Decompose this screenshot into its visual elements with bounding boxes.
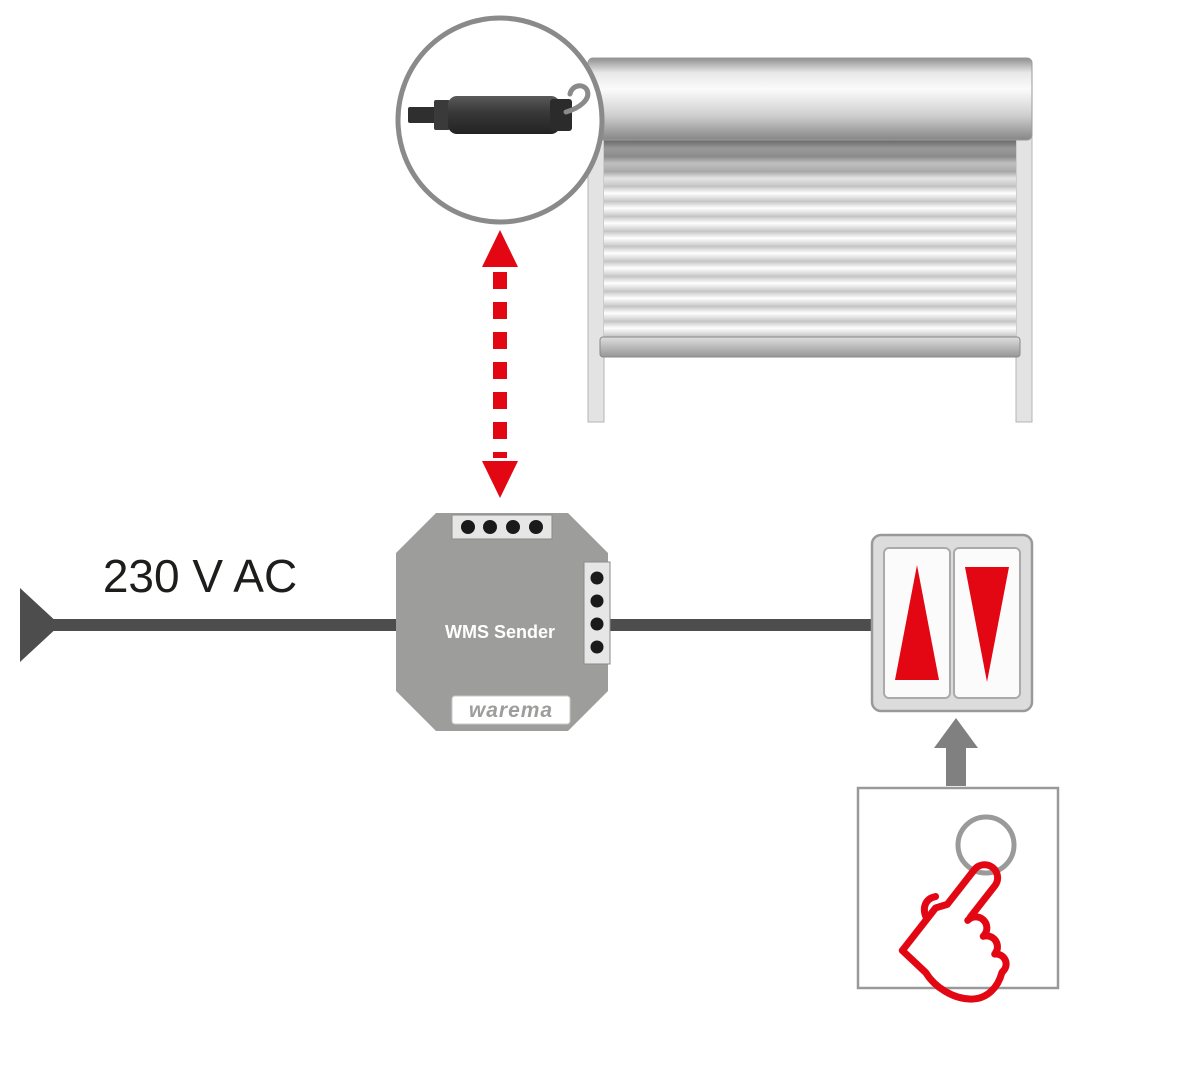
pointing-hand: [898, 861, 1010, 1003]
shutter-bottom-bar: [599, 336, 1021, 358]
shutter-right-rail: [1015, 135, 1033, 423]
brand-label: warema: [469, 699, 553, 722]
power-feed: 230 V AC: [20, 550, 398, 662]
gray-arrow-shaft: [946, 746, 966, 786]
wms-sender-module: WMS Sender warema: [396, 513, 611, 731]
hand-tap-icon: [898, 814, 1017, 1003]
shutter-left-rail: [587, 135, 605, 423]
sender-top-connector: [451, 514, 553, 540]
manual-input-arrow: [934, 718, 978, 786]
gray-arrow-head: [934, 718, 978, 748]
down-arrow-icon: [965, 567, 1009, 682]
radio-arrow-head-down: [482, 461, 518, 498]
switch-wire: [608, 619, 872, 631]
motor-hook: [563, 83, 591, 115]
roller-shutter: [587, 57, 1033, 423]
up-arrow-icon: [895, 565, 939, 680]
sender-label: WMS Sender: [445, 622, 555, 642]
warema-logo: warema: [451, 695, 571, 725]
radio-link-arrow: [482, 230, 518, 498]
tap-target-circle: [955, 814, 1017, 876]
shutter-head-box: [587, 57, 1033, 141]
sender-housing: [396, 513, 608, 731]
power-arrow-icon: [20, 588, 60, 662]
wall-switch: [870, 533, 1034, 713]
manual-operation-box: [856, 786, 1060, 1003]
power-label: 230 V AC: [103, 550, 297, 602]
radio-arrow-head-up: [482, 230, 518, 267]
power-wire: [52, 619, 398, 631]
tubular-motor-icon: [408, 83, 591, 134]
radio-motor-detail: [395, 15, 605, 225]
shutter-box-shadow: [604, 140, 1016, 188]
sender-side-connector: [583, 561, 611, 665]
